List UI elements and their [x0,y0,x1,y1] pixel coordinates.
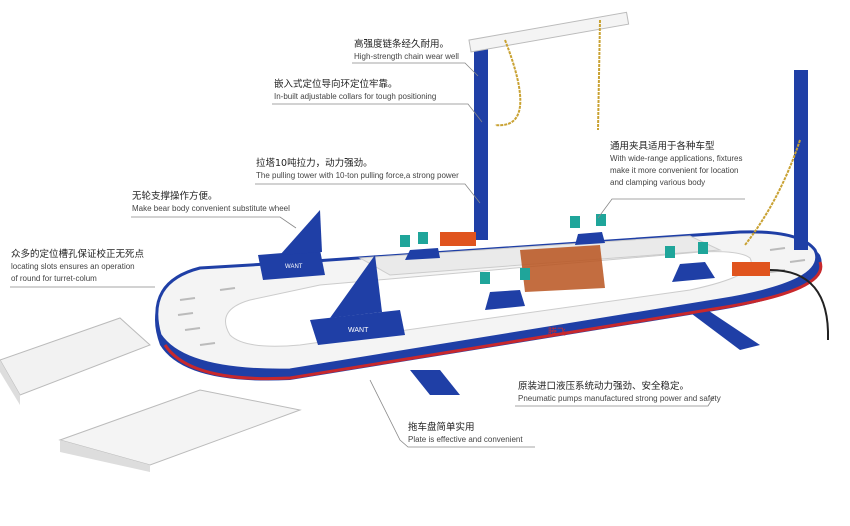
svg-text:WANT: WANT [285,264,303,270]
annotation-zh: 无轮支撑操作方便。 [132,191,218,202]
annotation-en: With wide-range applications, fixtures [610,154,743,163]
annotation-en: and clamping various body [610,178,706,187]
substitute-wheel-stand-front: WANT [310,255,405,345]
annotation-zh: 高强度链条经久耐用。 [354,39,450,50]
annotation-zh: 原装进口液压系统动力强劲、安全稳定。 [518,381,690,392]
annotation-zh: 拖车盘简单实用 [408,422,475,433]
leader-lines [10,62,745,448]
annotation-collars: 嵌入式定位导向环定位牢靠。 In-built adjustable collar… [274,79,436,103]
annotation-en: Pneumatic pumps manufactured strong powe… [518,394,721,403]
annotation-locating-slots: 众多的定位槽孔保证校正无死点 locating slots ensures an… [11,249,144,285]
annotation-chain: 高强度链条经久耐用。 High-strength chain wear well [354,39,459,63]
ramp-left-front [58,389,302,472]
annotation-plate: 拖车盘简单实用 Plate is effective and convenien… [408,422,523,446]
annotation-en: make it more convenient for location [610,166,739,175]
annotation-en: locating slots ensures an operation [11,262,135,271]
pulling-tower-right [744,70,808,250]
ramp-left-rear [0,317,151,405]
annotation-en: Make bear body convenient substitute whe… [132,204,290,213]
substitute-wheel-stand: WANT [258,210,325,280]
annotation-zh: 众多的定位槽孔保证校正无死点 [11,249,145,260]
annotation-zh: 通用夹具适用于各种车型 [610,141,715,152]
annotation-fixtures: 通用夹具适用于各种车型 With wide-range applications… [610,141,743,189]
logo-text: 腾飞 [548,326,566,337]
fixture-clamps [400,214,715,310]
pulling-tower-left [468,11,630,240]
annotation-substitute-wheel: 无轮支撑操作方便。 Make bear body convenient subs… [132,191,290,215]
annotation-en: The pulling tower with 10-ton pulling fo… [256,171,459,180]
annotation-pulling-tower: 拉塔10吨拉力，动力强劲。 The pulling tower with 10-… [256,158,459,182]
annotation-zh: 拉塔10吨拉力，动力强劲。 [256,158,373,169]
annotation-pneumatic-pumps: 原装进口液压系统动力强劲、安全稳定。 Pneumatic pumps manuf… [518,381,721,405]
annotation-en: In-built adjustable collars for tough po… [274,92,437,101]
svg-text:WANT: WANT [348,327,369,334]
annotation-en: Plate is effective and convenient [408,435,523,444]
annotation-en: High-strength chain wear well [354,52,459,61]
support-legs [410,305,760,395]
annotation-en: of round for turret-colum [11,274,97,283]
hydraulic-pumps [440,232,830,341]
annotation-zh: 嵌入式定位导向环定位牢靠。 [274,79,398,90]
